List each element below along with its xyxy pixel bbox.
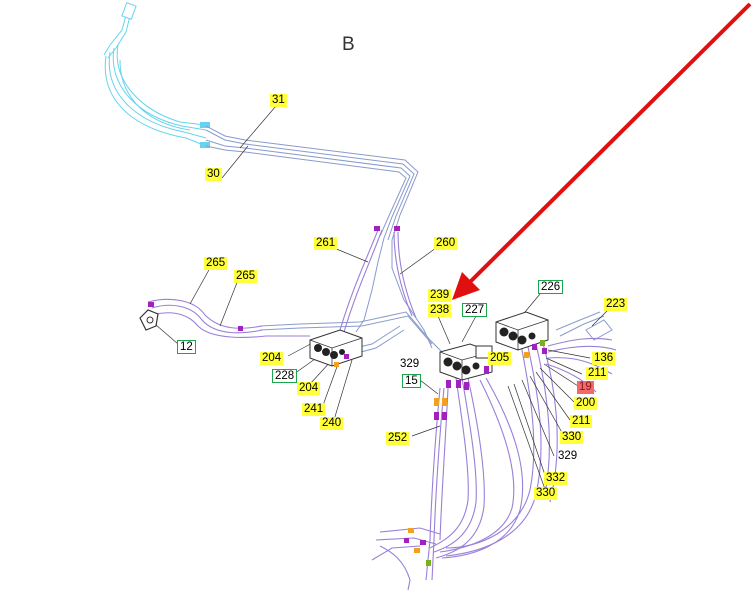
purple-hose-group xyxy=(147,229,617,591)
red-arrow xyxy=(452,2,752,300)
part-label-223: 223 xyxy=(604,298,628,311)
part-label-12: 12 xyxy=(177,340,196,354)
part-label-211: 211 xyxy=(586,367,609,380)
part-label-265: 265 xyxy=(234,270,258,283)
part-label-15: 15 xyxy=(402,374,421,388)
part-label-330: 330 xyxy=(560,431,584,444)
part-label-205: 205 xyxy=(488,352,512,365)
leader-lines xyxy=(147,105,609,493)
part-label-332: 332 xyxy=(544,472,568,485)
part-label-226: 226 xyxy=(538,280,564,294)
valve-block-left xyxy=(309,329,363,367)
part-label-204: 204 xyxy=(297,382,321,395)
part-label-329: 329 xyxy=(400,358,420,370)
connector-12 xyxy=(139,309,159,331)
part-label-330: 330 xyxy=(534,487,558,500)
part-label-260: 260 xyxy=(434,237,458,250)
part-label-211: 211 xyxy=(570,415,593,428)
part-label-241: 241 xyxy=(302,403,326,416)
part-label-227: 227 xyxy=(462,303,488,317)
cyan-pipe-group xyxy=(103,7,207,147)
part-label-204: 204 xyxy=(260,352,284,365)
part-label-261: 261 xyxy=(314,237,338,250)
part-label-31: 31 xyxy=(270,94,287,107)
fittings xyxy=(148,226,547,566)
part-label-228: 228 xyxy=(272,369,298,383)
view-label: B xyxy=(342,34,355,55)
part-label-239: 239 xyxy=(428,289,452,302)
valve-block-right xyxy=(495,311,549,351)
valve-block-center xyxy=(439,343,493,381)
cyan-fitting xyxy=(200,122,210,128)
part-label-200: 200 xyxy=(574,397,598,410)
part-label-238: 238 xyxy=(428,304,452,317)
part-label-265: 265 xyxy=(204,257,228,270)
cyan-coupler xyxy=(121,2,137,20)
part-label-240: 240 xyxy=(320,417,344,430)
part-label-329: 329 xyxy=(558,450,578,462)
part-label-30: 30 xyxy=(205,168,222,181)
cyan-fitting xyxy=(200,142,210,148)
blue-pipe-group xyxy=(205,125,613,357)
part-label-252: 252 xyxy=(386,432,410,445)
part-label-19: 19 xyxy=(577,381,594,394)
part-label-136: 136 xyxy=(592,352,616,365)
